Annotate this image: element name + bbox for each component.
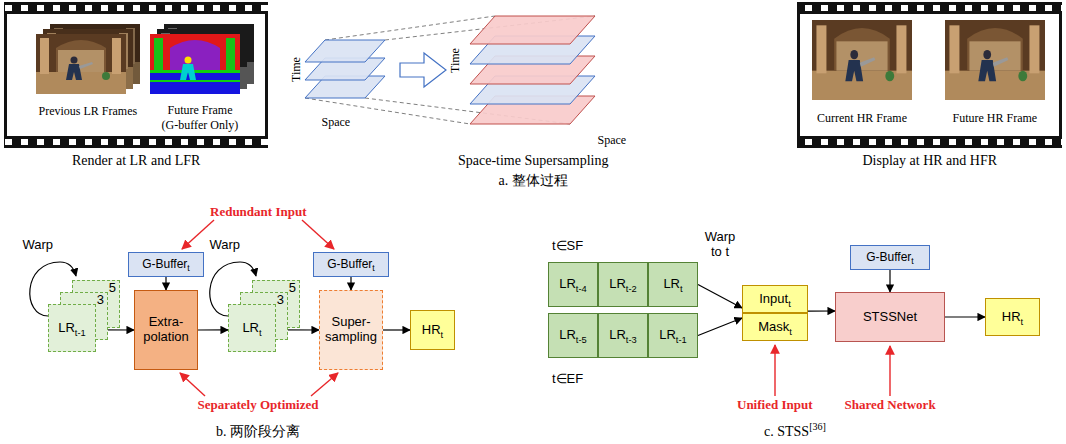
- text-label: Space: [322, 115, 351, 130]
- subscript: t: [187, 263, 189, 273]
- text-label: t∈SF: [552, 238, 583, 253]
- box-text: 5: [109, 281, 116, 296]
- text-label: Unified Input: [737, 397, 813, 413]
- gbuffer-box: G-Buffert: [128, 252, 204, 277]
- flow-arrow: [945, 316, 985, 317]
- flow-arrow: [698, 285, 742, 308]
- box-text: LRt-1: [659, 328, 687, 343]
- box-text: LRt-1: [58, 321, 86, 336]
- frame-box: LRt-2: [598, 262, 648, 307]
- text-label: Current HR Frame: [817, 111, 907, 126]
- text-label: Space: [598, 133, 627, 148]
- box-text: Extra- polation: [137, 315, 195, 345]
- output-box: HRt: [985, 298, 1040, 336]
- frame-box: LRt-5: [548, 313, 598, 358]
- subscript: t: [911, 256, 913, 266]
- text-label: Warp: [23, 237, 54, 252]
- text-label: Separately Optimized: [198, 397, 319, 413]
- frame-box: LRt-3: [598, 313, 648, 358]
- output-box: HRt: [410, 310, 455, 350]
- box-text: G-Buffert: [327, 258, 375, 272]
- flow-arrow: [350, 277, 351, 290]
- text-label: Display at HR and HFR: [863, 153, 998, 169]
- subscript: t: [789, 326, 792, 336]
- subscript: t: [788, 298, 791, 308]
- frame-box: LRt: [228, 304, 276, 352]
- text-label: Shared Network: [845, 397, 936, 413]
- mask-box: Maskt: [742, 313, 808, 341]
- frame-box: LRt-4: [548, 262, 598, 307]
- box-text: STSSNet: [863, 310, 917, 325]
- box-text: Maskt: [758, 320, 792, 335]
- box-text: 3: [97, 293, 104, 308]
- input-box: Inputt: [742, 285, 808, 313]
- text-label: a. 整体过程: [499, 172, 568, 190]
- subscript: t-2: [626, 284, 637, 294]
- subscript: t: [1021, 316, 1024, 326]
- box-text: 3: [277, 293, 284, 308]
- flow-arrow: [808, 310, 835, 311]
- box-text: 5: [289, 281, 296, 296]
- box-text: LRt: [663, 277, 682, 292]
- text-label: Redundant Input: [210, 204, 306, 220]
- subscript: t-1: [75, 327, 86, 337]
- box-text: LRt-3: [609, 328, 637, 343]
- subscript: t: [259, 327, 262, 337]
- text-label: Previous LR Frames: [39, 104, 138, 119]
- box-text: LRt-4: [559, 277, 587, 292]
- flow-arrow: [889, 270, 890, 292]
- gbuffer-box: G-Buffert: [850, 245, 930, 270]
- box-text: LRt: [242, 321, 261, 336]
- gbuffer-box: G-Buffert: [313, 252, 389, 277]
- subscript: t-4: [576, 284, 587, 294]
- axis-label: Time: [447, 48, 462, 73]
- text-label: b. 两阶段分离: [216, 423, 300, 441]
- text-label: Warp to t: [700, 229, 740, 259]
- subscript: t: [372, 263, 374, 273]
- subscript: t: [441, 329, 444, 339]
- flow-arrow: [698, 318, 742, 335]
- frame-box: LRt: [648, 262, 698, 307]
- subscript: t: [680, 284, 683, 294]
- text-label: Future HR Frame: [953, 111, 1038, 126]
- flow-arrow: [383, 329, 410, 330]
- text-label: Future Frame (G-buffer Only): [160, 103, 240, 133]
- subscript: t-3: [626, 335, 637, 345]
- axis-label: Time: [288, 57, 303, 82]
- text-label: t∈EF: [552, 371, 583, 386]
- box-text: G-Buffert: [142, 258, 190, 272]
- box-text: Inputt: [759, 292, 791, 307]
- box-text: G-Buffert: [866, 251, 914, 265]
- box-text: LRt-2: [609, 277, 637, 292]
- network-box: STSSNet: [835, 292, 945, 342]
- box-text: HRt: [422, 323, 443, 338]
- text-label: Render at LR and LFR: [72, 153, 200, 169]
- superscript: [36]: [809, 421, 826, 432]
- flow-arrow: [165, 277, 166, 290]
- process-box: Super- sampling: [319, 290, 383, 370]
- text-label: Warp: [210, 237, 241, 252]
- frame-box: LRt-1: [648, 313, 698, 358]
- box-text: HRt: [1002, 310, 1023, 325]
- text-label: Space-time Supersampling: [458, 153, 608, 169]
- flow-arrow: [198, 329, 228, 330]
- text-label: c. STSS[36]: [764, 424, 826, 440]
- frame-box: LRt-1: [48, 304, 96, 352]
- process-box: Extra- polation: [134, 290, 198, 370]
- subscript: t-1: [676, 335, 687, 345]
- subscript: t-5: [576, 335, 587, 345]
- box-text: LRt-5: [559, 328, 587, 343]
- box-text: Super- sampling: [322, 315, 380, 345]
